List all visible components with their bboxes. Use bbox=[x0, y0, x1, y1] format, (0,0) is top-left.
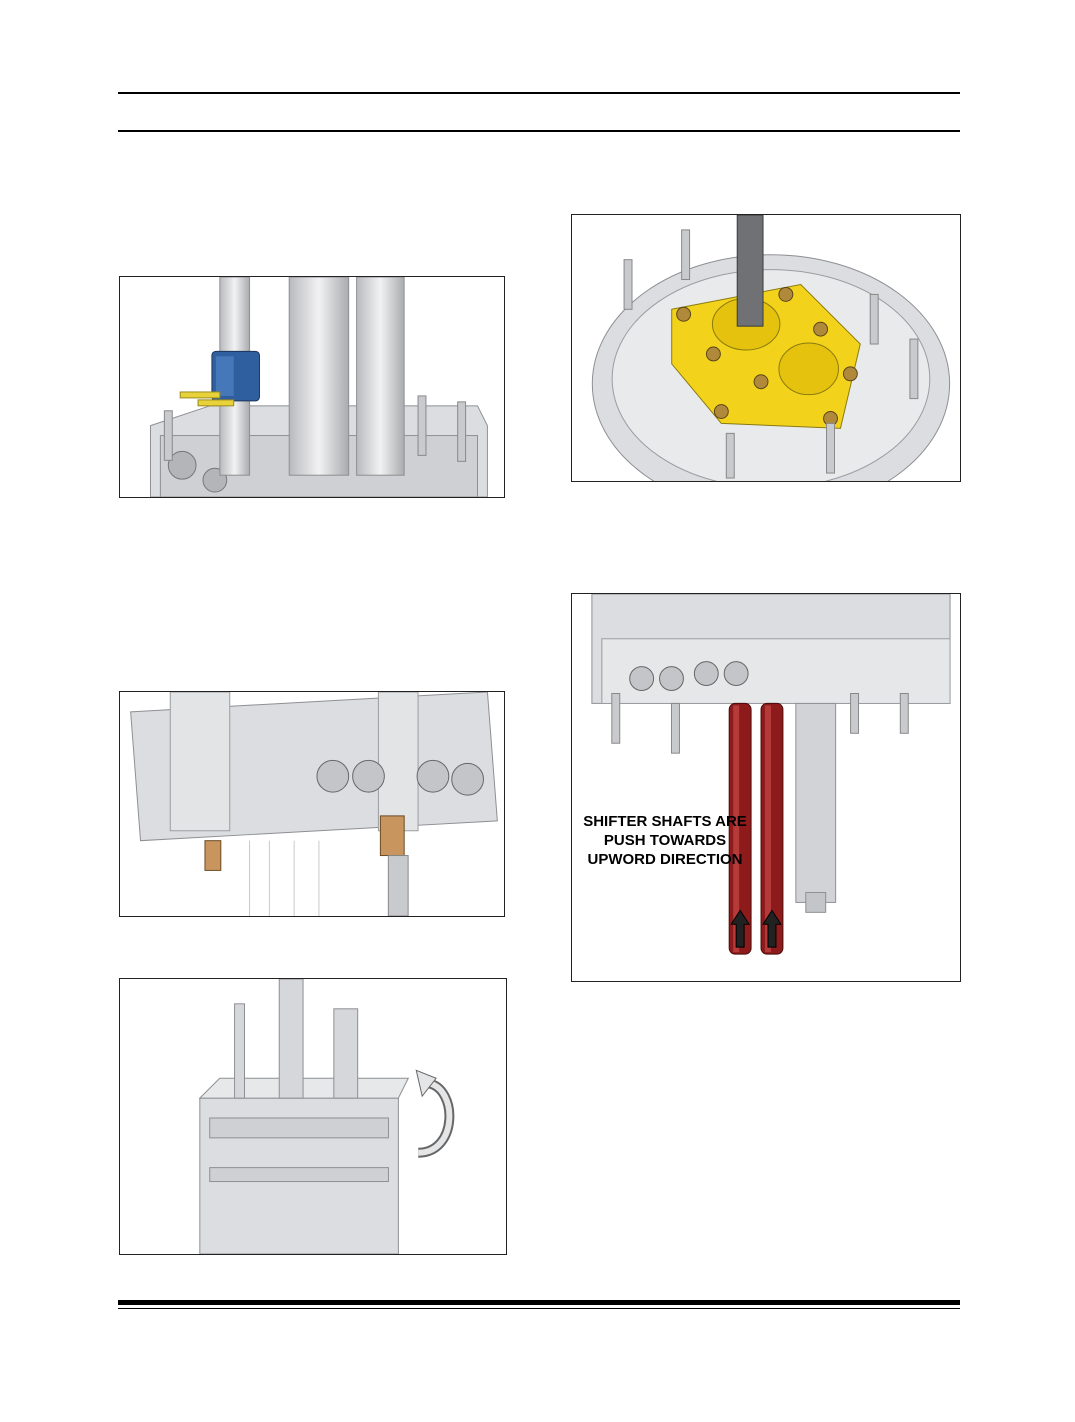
figure-tool-on-shaft-illustration bbox=[120, 277, 504, 497]
figure-tool-on-shaft bbox=[119, 276, 505, 498]
figure-rotate-assembly bbox=[119, 978, 507, 1255]
footer-rule-thin bbox=[118, 1308, 960, 1309]
figure-rotate-assembly-illustration bbox=[120, 979, 506, 1254]
figure-bushings bbox=[119, 691, 505, 917]
figure-cover-plate-illustration bbox=[572, 215, 960, 481]
figure-shifter-shafts-illustration bbox=[572, 594, 960, 981]
figure-cover-plate bbox=[571, 214, 961, 482]
up-arrow-icon bbox=[730, 909, 782, 948]
figure-shifter-shafts: SHIFTER SHAFTS ARE PUSH TOWARDS UPWORD D… bbox=[571, 593, 961, 982]
shifter-shafts-callout: SHIFTER SHAFTS ARE PUSH TOWARDS UPWORD D… bbox=[583, 813, 747, 868]
rotate-arrow-icon bbox=[415, 1069, 455, 1158]
header-rule-bottom bbox=[118, 130, 960, 132]
header-rule-top bbox=[118, 92, 960, 94]
footer-rule-thick bbox=[118, 1300, 960, 1305]
figure-bushings-illustration bbox=[120, 692, 504, 916]
